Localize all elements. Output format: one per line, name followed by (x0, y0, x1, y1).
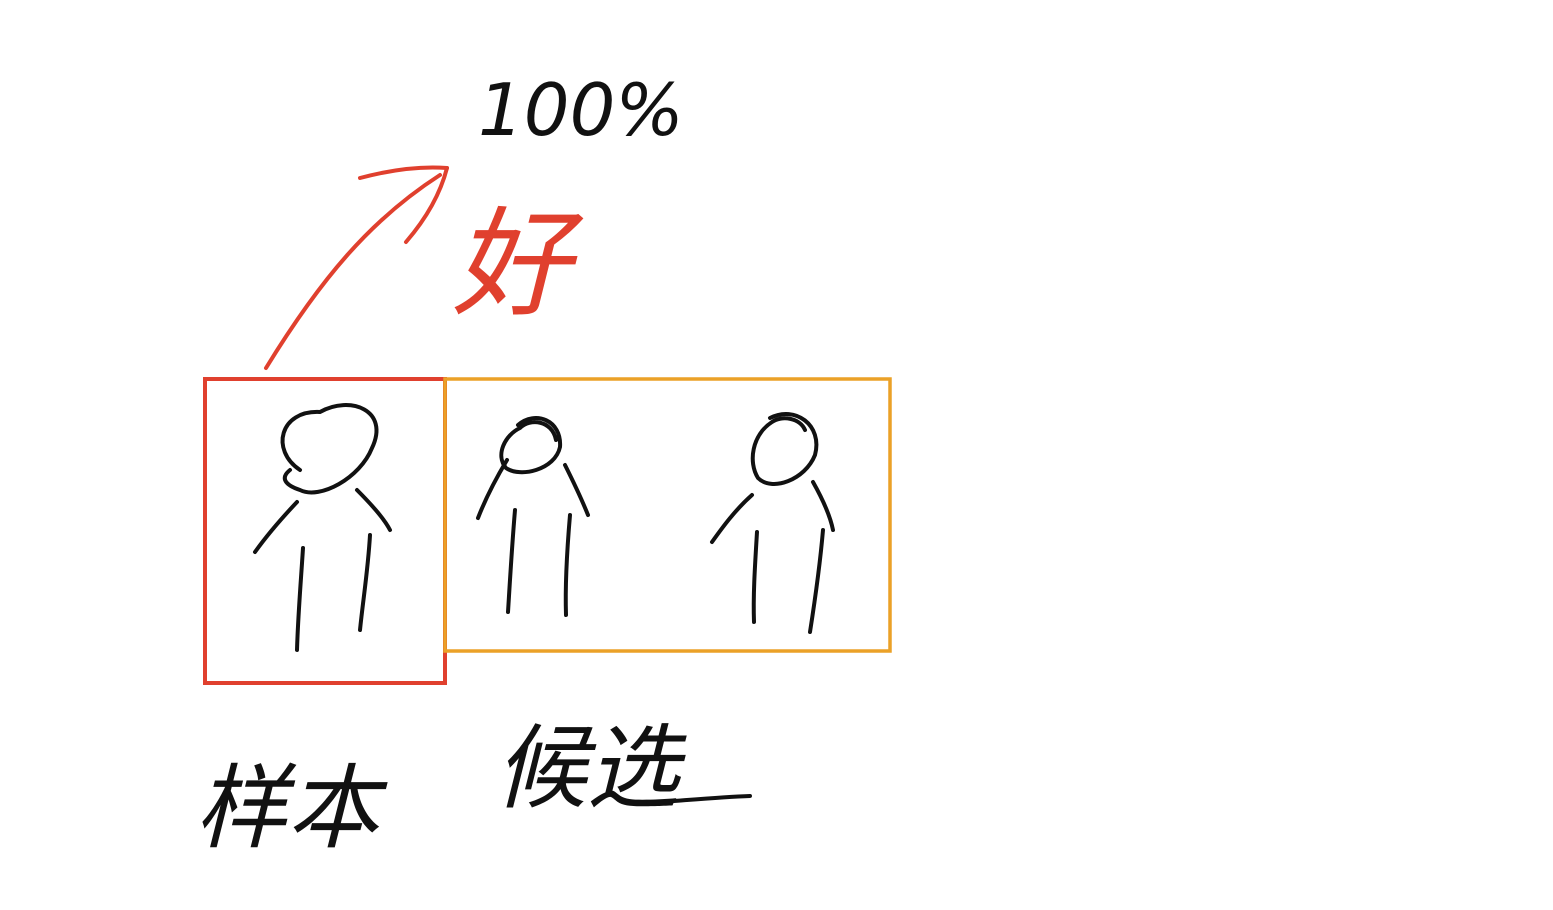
candidates-label: 候选 (495, 715, 687, 822)
sample-box (203, 377, 447, 685)
good-label: 好 (452, 195, 584, 333)
sample-person-icon (253, 403, 392, 652)
candidate-person-icon (476, 416, 590, 617)
candidates-underline (646, 794, 752, 805)
arrow-icon (264, 165, 449, 370)
percent-label: 100% (478, 68, 684, 152)
candidate-person-icon (710, 411, 835, 634)
sample-label: 样本 (195, 755, 388, 862)
candidate-box (443, 377, 892, 653)
